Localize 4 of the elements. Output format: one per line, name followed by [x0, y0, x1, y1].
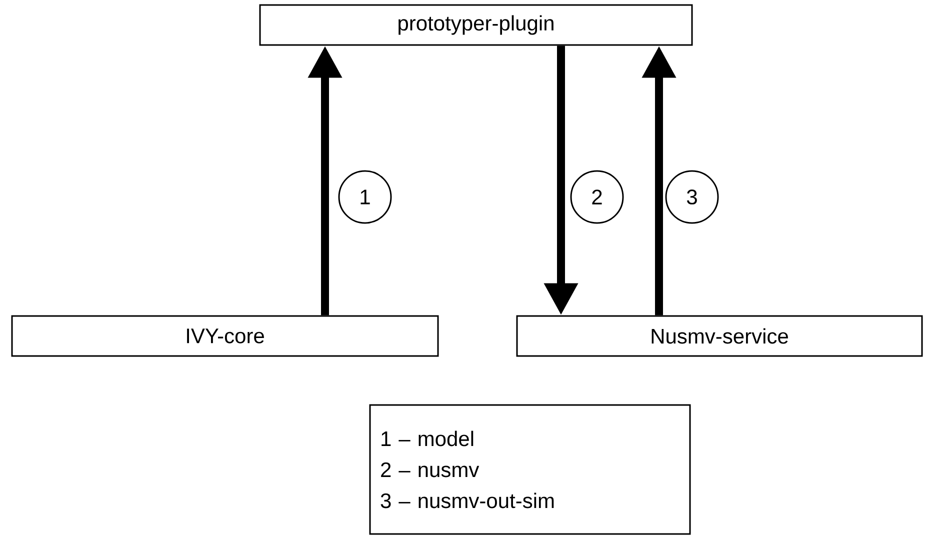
component-box: IVY-core — [11, 315, 439, 357]
legend-box: 1 – model 2 – nusmv 3 – nusmv-out-sim — [369, 404, 691, 535]
component-box: Nusmv-service — [516, 315, 923, 357]
component-box: prototyper-plugin — [259, 4, 693, 46]
